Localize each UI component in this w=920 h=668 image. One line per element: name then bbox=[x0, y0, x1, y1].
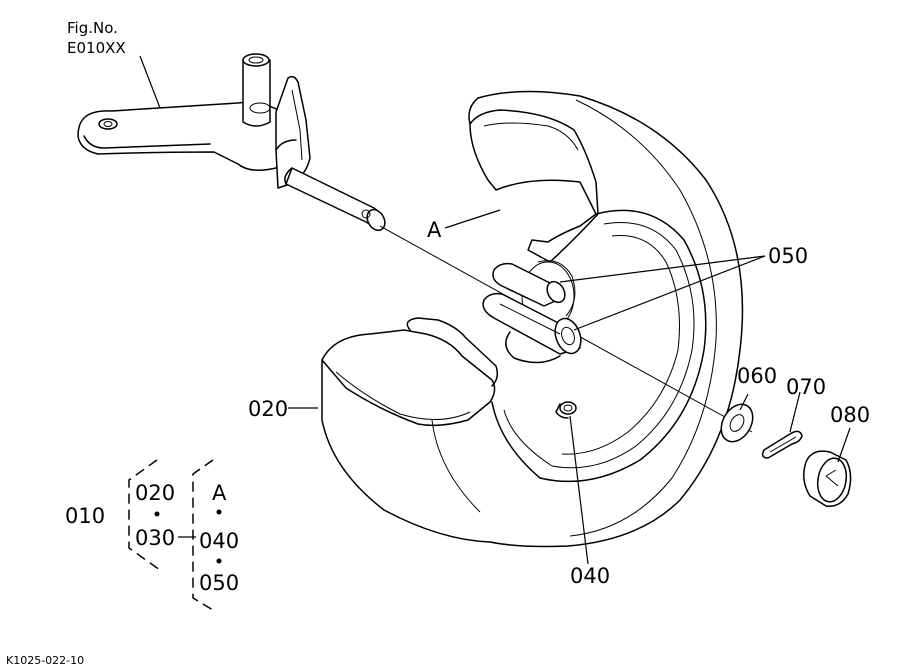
assembly-010: 010 bbox=[65, 504, 105, 528]
callout-060: 060 bbox=[737, 364, 777, 388]
assembly-020: 020 bbox=[135, 481, 175, 505]
fig-number: E010XX bbox=[67, 39, 126, 57]
leader-lines bbox=[139, 55, 851, 565]
assembly-dot bbox=[216, 558, 222, 564]
hub-cap-drawing bbox=[803, 450, 852, 507]
callout-a: A bbox=[427, 218, 442, 242]
callout-040: 040 bbox=[570, 564, 610, 588]
assembly-brackets bbox=[128, 459, 222, 611]
drawing-code: K1025-022-10 bbox=[6, 654, 84, 667]
assembly-050: 050 bbox=[199, 571, 239, 595]
callout-080: 080 bbox=[830, 403, 870, 427]
callout-050: 050 bbox=[768, 244, 808, 268]
assembly-030: 030 bbox=[135, 526, 175, 550]
assembly-040: 040 bbox=[199, 529, 239, 553]
assembly-dot bbox=[216, 509, 222, 515]
cotter-pin-drawing bbox=[761, 430, 803, 459]
assembly-dot bbox=[154, 511, 160, 517]
assembly-a: A bbox=[212, 481, 227, 505]
bushing-drawing bbox=[482, 262, 582, 355]
caster-arm-drawing bbox=[77, 53, 311, 189]
tire-drawing bbox=[321, 90, 744, 548]
washer-drawing bbox=[720, 403, 754, 443]
fig-label: Fig.No. bbox=[67, 19, 118, 37]
callout-020: 020 bbox=[248, 397, 288, 421]
callout-070: 070 bbox=[786, 375, 826, 399]
